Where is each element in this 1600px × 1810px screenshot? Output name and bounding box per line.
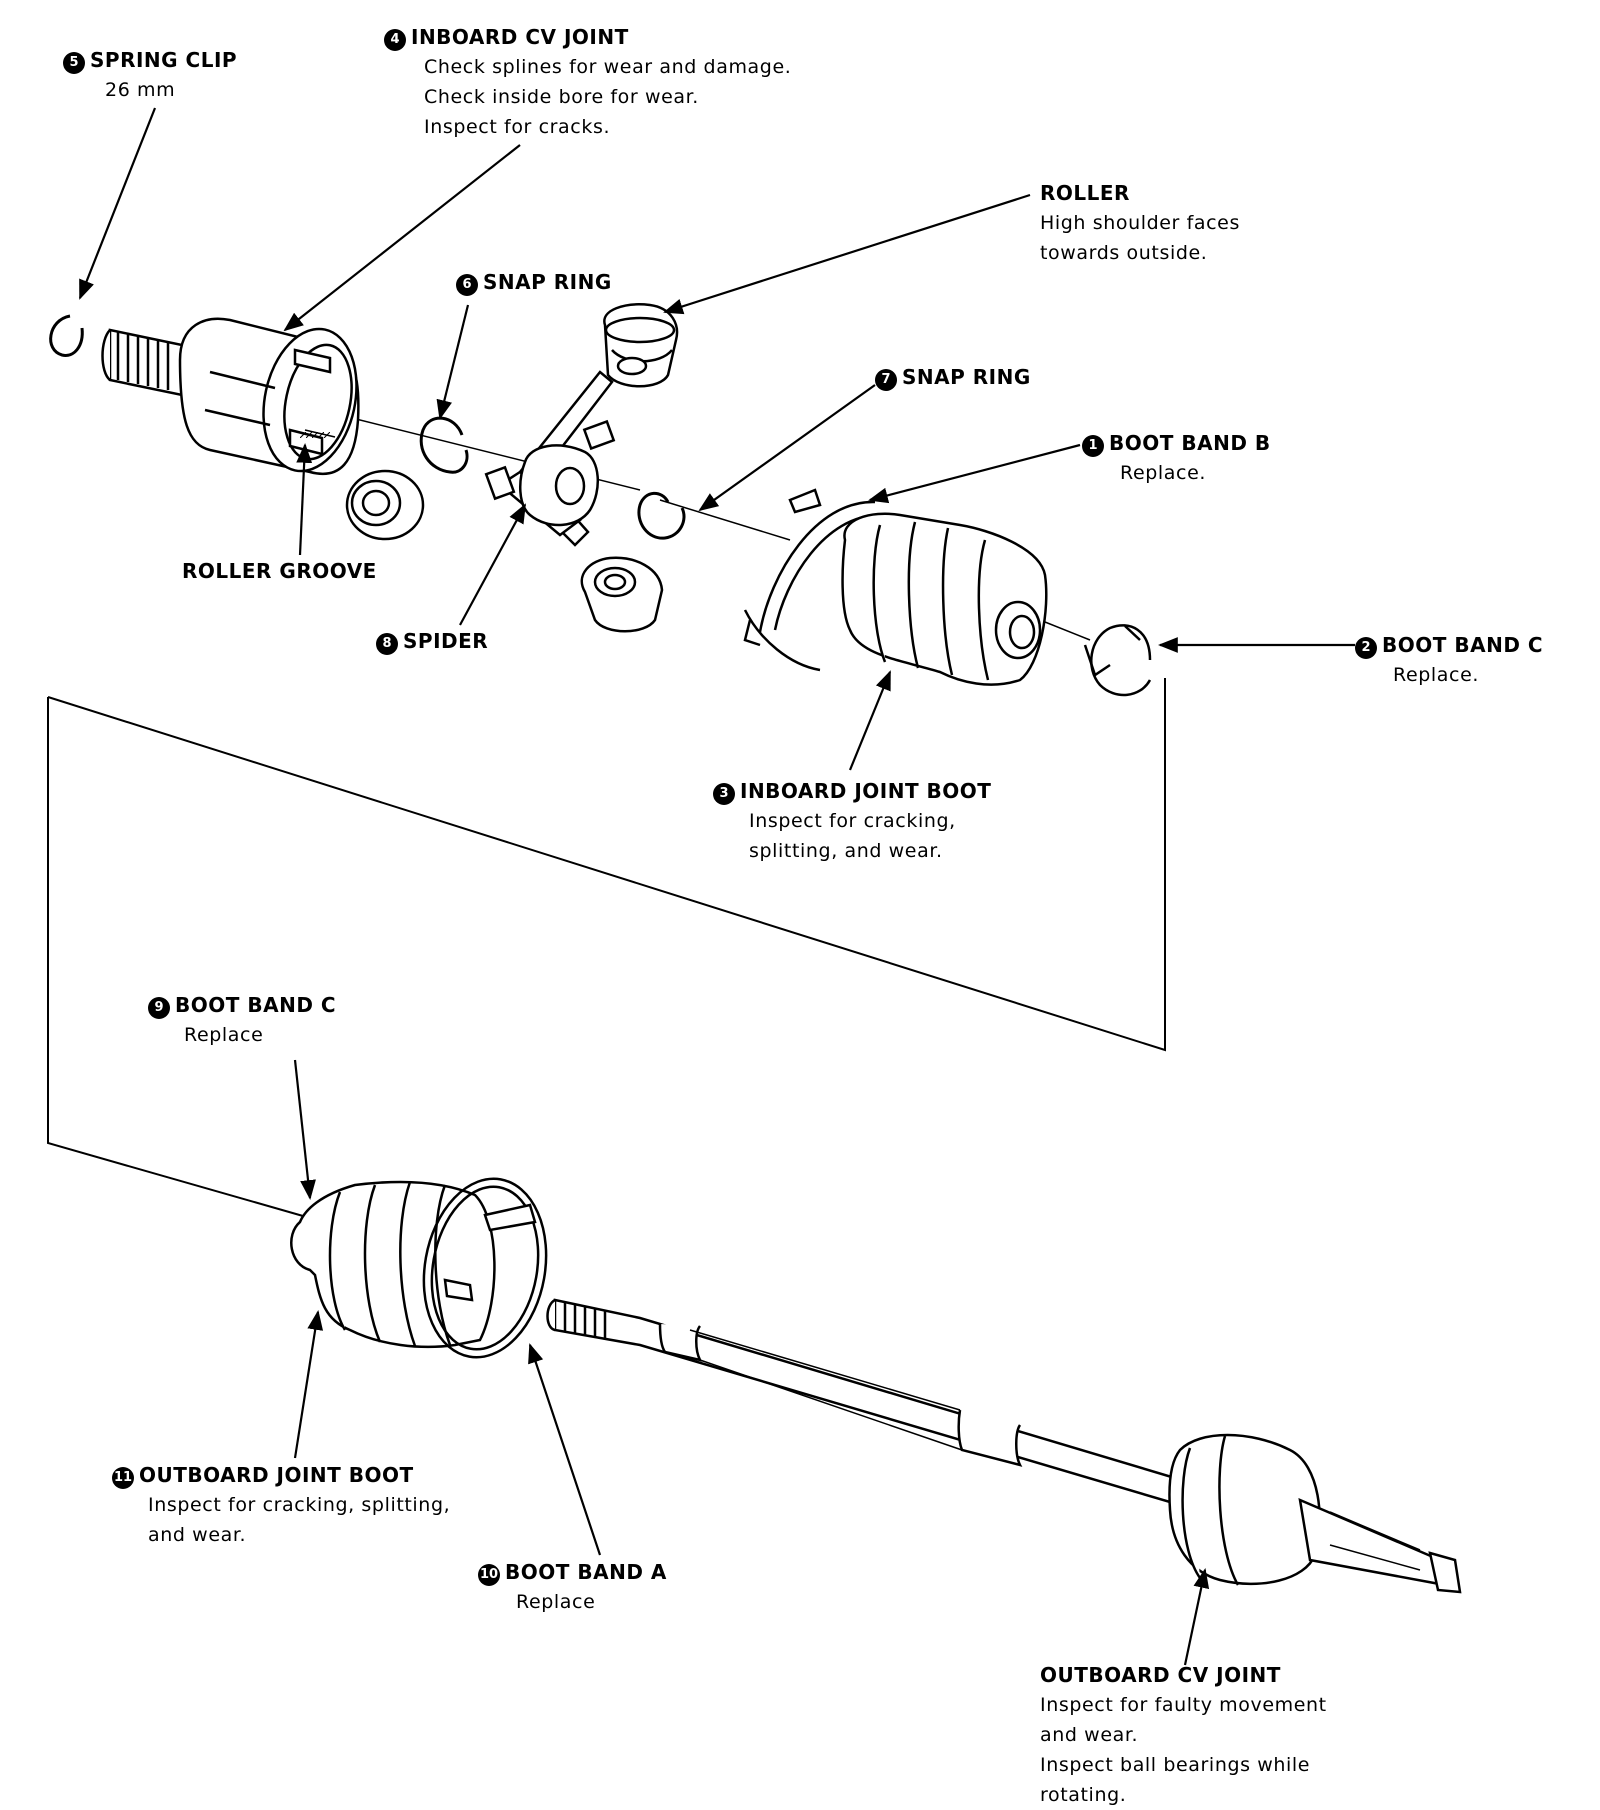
callout-number: 9 [148, 997, 170, 1019]
spring-clip-part [49, 314, 84, 357]
label-title: ROLLER [1040, 181, 1130, 205]
axle-shaft-part [546, 1298, 1182, 1507]
label-title: BOOT BAND C [175, 993, 337, 1017]
label-title: SNAP RING [902, 365, 1031, 389]
label-title: SNAP RING [483, 270, 612, 294]
boot-band-a-part [422, 1177, 548, 1359]
label-desc: and wear. [148, 1524, 247, 1546]
label-desc: Inspect for cracks. [424, 116, 611, 138]
label-desc: 26 mm [105, 79, 176, 101]
arrow-boot-band-b [868, 443, 1081, 504]
spider-part [484, 370, 616, 547]
arrow-roller [663, 193, 1031, 315]
leader-arrows [78, 107, 1355, 1666]
callout-number: 4 [384, 29, 406, 51]
label-title: INBOARD JOINT BOOT [740, 779, 992, 803]
label-desc: Replace [184, 1024, 264, 1046]
outboard-joint-boot-part [290, 1180, 496, 1349]
label-title: ROLLER GROOVE [182, 559, 377, 583]
arrow-spider [459, 503, 526, 626]
arrow-outboard-joint-boot [293, 1310, 324, 1459]
roller-bottom-part [580, 556, 664, 633]
arrow-outboard-cv-joint [1183, 1568, 1210, 1666]
boot-band-c-2-part [1083, 624, 1152, 697]
boot-band-b-part [743, 488, 881, 672]
label-desc: Replace [516, 1591, 596, 1613]
label-desc: Replace. [1393, 664, 1479, 686]
label-desc: splitting, and wear. [749, 840, 943, 862]
label-desc: High shoulder faces [1040, 212, 1240, 234]
label-roller: ROLLER High shoulder faces towards outsi… [1040, 178, 1240, 268]
callout-number: 6 [456, 274, 478, 296]
label-desc: Replace. [1120, 462, 1206, 484]
callout-number: 1 [1082, 435, 1104, 457]
label-title: OUTBOARD JOINT BOOT [139, 1463, 414, 1487]
arrow-boot-band-a [528, 1343, 602, 1556]
arrow-inboard-joint-boot [848, 670, 892, 771]
callout-number: 8 [376, 633, 398, 655]
label-title: INBOARD CV JOINT [411, 25, 629, 49]
callout-number: 11 [112, 1467, 134, 1489]
label-desc: Inspect for cracking, splitting, [148, 1494, 451, 1516]
arrow-boot-band-c-9 [293, 1059, 316, 1200]
label-outboard-cv-joint: OUTBOARD CV JOINT Inspect for faulty mov… [1040, 1660, 1327, 1810]
callout-number: 2 [1355, 637, 1377, 659]
label-desc: towards outside. [1040, 242, 1208, 264]
outboard-cv-joint-part [1168, 1433, 1462, 1594]
roller-top-part [603, 303, 679, 388]
arrow-inboard-cv-joint [283, 144, 521, 332]
label-desc: Inspect ball bearings while [1040, 1754, 1311, 1776]
inboard-cv-joint-part [101, 317, 360, 475]
label-desc: Inspect for cracking, [749, 810, 956, 832]
label-title: BOOT BAND C [1382, 633, 1544, 657]
arrow-snap-ring-6 [436, 304, 470, 420]
callout-number: 5 [63, 52, 85, 74]
label-desc: Check inside bore for wear. [424, 86, 699, 108]
label-title: OUTBOARD CV JOINT [1040, 1663, 1281, 1687]
callout-number: 10 [478, 1564, 500, 1586]
inboard-joint-boot-part [841, 512, 1048, 686]
label-title: SPIDER [403, 629, 489, 653]
label-roller-groove: ROLLER GROOVE [182, 556, 377, 586]
snap-ring-7-part [637, 491, 686, 540]
label-desc: rotating. [1040, 1784, 1127, 1806]
callout-number: 7 [875, 369, 897, 391]
label-title: BOOT BAND B [1109, 431, 1271, 455]
label-desc: and wear. [1040, 1724, 1139, 1746]
connector-frame [47, 678, 1166, 1219]
label-desc: Inspect for faulty movement [1040, 1694, 1327, 1716]
arrow-snap-ring-7 [698, 384, 876, 512]
callout-number: 3 [713, 783, 735, 805]
arrow-roller-groove [296, 443, 313, 556]
label-title: SPRING CLIP [90, 48, 238, 72]
label-desc: Check splines for wear and damage. [424, 56, 792, 78]
roller-left-part [345, 469, 425, 541]
label-title: BOOT BAND A [505, 1560, 667, 1584]
arrow-spring-clip [78, 107, 157, 300]
